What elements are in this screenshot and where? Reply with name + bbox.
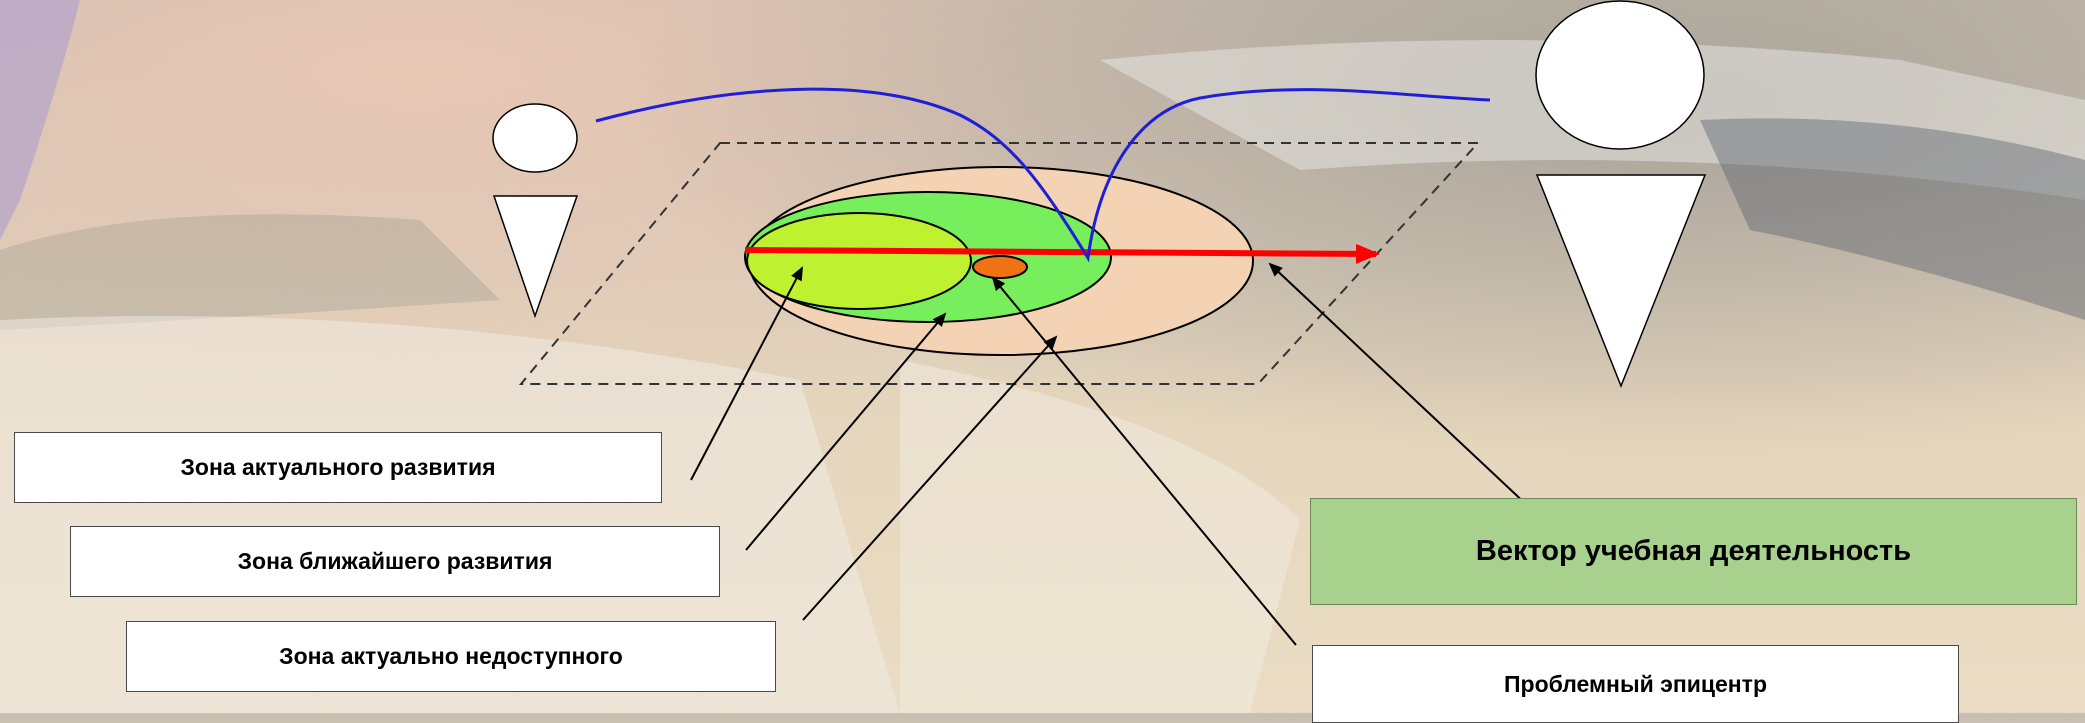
label-epicenter-text: Проблемный эпицентр: [1503, 670, 1767, 697]
label-vector-text: Вектор учебная деятельность: [1475, 535, 1912, 567]
arrow-vector: [1268, 262, 1546, 523]
arrow-zone-nearest: [745, 312, 947, 551]
arrow-epicenter: [991, 276, 1297, 646]
vector-arrow: [744, 243, 1380, 264]
label-zone-nearest-text: Зона ближайшего развития: [237, 548, 553, 574]
small-person-icon: [492, 103, 579, 319]
label-zone-inaccessible-text: Зона актуально недоступного: [279, 643, 623, 669]
label-vector: Вектор учебная деятельность: [1310, 498, 2077, 605]
label-epicenter: Проблемный эпицентр: [1312, 645, 1959, 723]
label-zone-actual: Зона актуального развития: [14, 432, 662, 503]
arrow-zone-inaccessible: [802, 335, 1058, 621]
label-zone-actual-text: Зона актуального развития: [180, 454, 496, 480]
label-zone-inaccessible: Зона актуально недоступного: [126, 621, 776, 692]
label-zone-nearest: Зона ближайшего развития: [70, 526, 720, 597]
zone-actual-ellipse: [746, 212, 972, 310]
arrow-zone-actual: [690, 266, 803, 481]
activity-plane: [518, 142, 1481, 385]
large-person-icon: [1535, 0, 1707, 389]
epicenter-ellipse: [972, 255, 1028, 279]
development-path-curve: [595, 87, 1491, 263]
